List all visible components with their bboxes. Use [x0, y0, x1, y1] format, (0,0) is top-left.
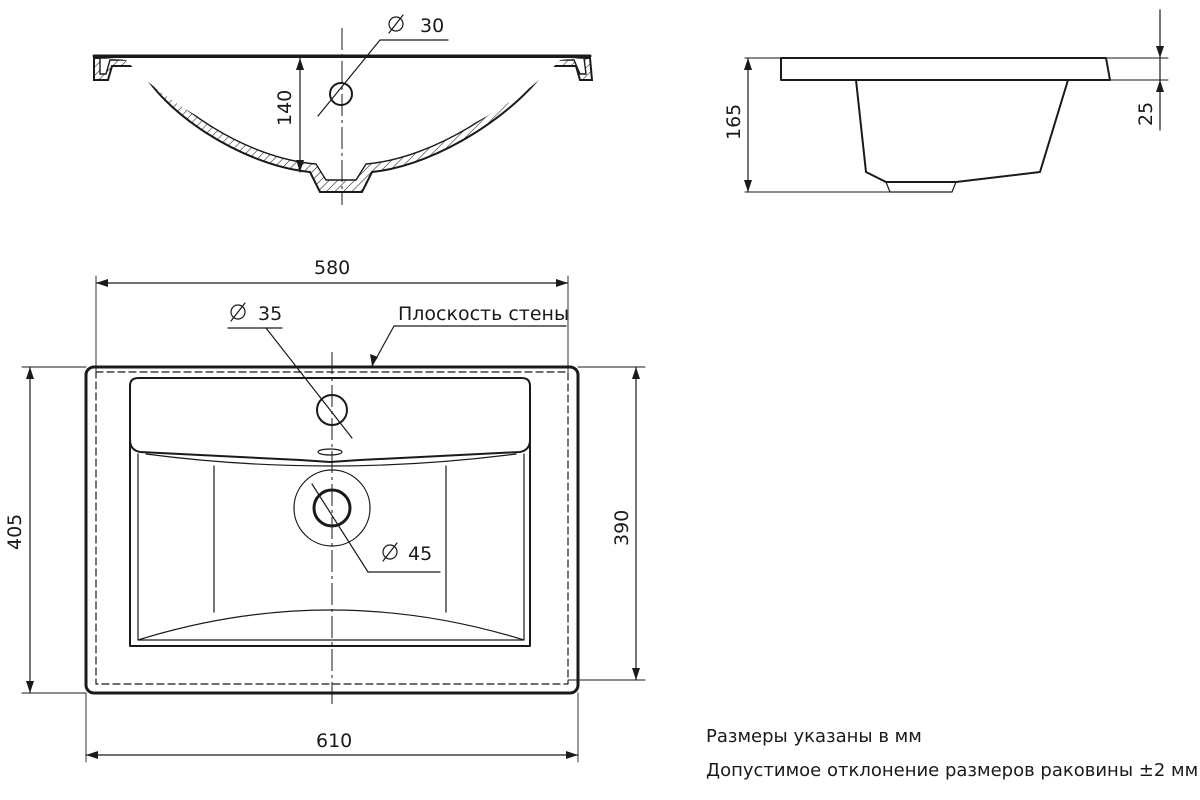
- plan-view: 35 45 Плоскость стены 580 610 405: [4, 257, 646, 763]
- wall-plane-label: Плоскость стены: [398, 303, 569, 325]
- dim-depth-390: 390: [611, 510, 633, 546]
- plan-back-deck: [129, 377, 531, 463]
- dim-depth-140: 140: [274, 90, 296, 126]
- side-view: 165 25: [723, 9, 1169, 193]
- dim-height-165: 165: [723, 104, 745, 140]
- dim-width-580: 580: [314, 257, 350, 279]
- dim-tap-35: 35: [258, 303, 282, 325]
- dim-depth-405: 405: [4, 514, 26, 550]
- hole-30-circle: [329, 82, 353, 106]
- dim-rim-25: 25: [1135, 102, 1157, 126]
- units-note: Размеры указаны в мм: [706, 726, 922, 747]
- dim-hole-30: 30: [420, 15, 444, 37]
- plan-bowl: [129, 439, 531, 647]
- side-bowl: [855, 79, 1069, 183]
- tolerance-note: Допустимое отклонение размеров раковины …: [706, 760, 1198, 781]
- dim-drain-45: 45: [408, 543, 432, 565]
- side-rim: [780, 57, 1111, 81]
- section-view: 30 140: [92, 14, 594, 205]
- dim-width-610: 610: [316, 730, 352, 752]
